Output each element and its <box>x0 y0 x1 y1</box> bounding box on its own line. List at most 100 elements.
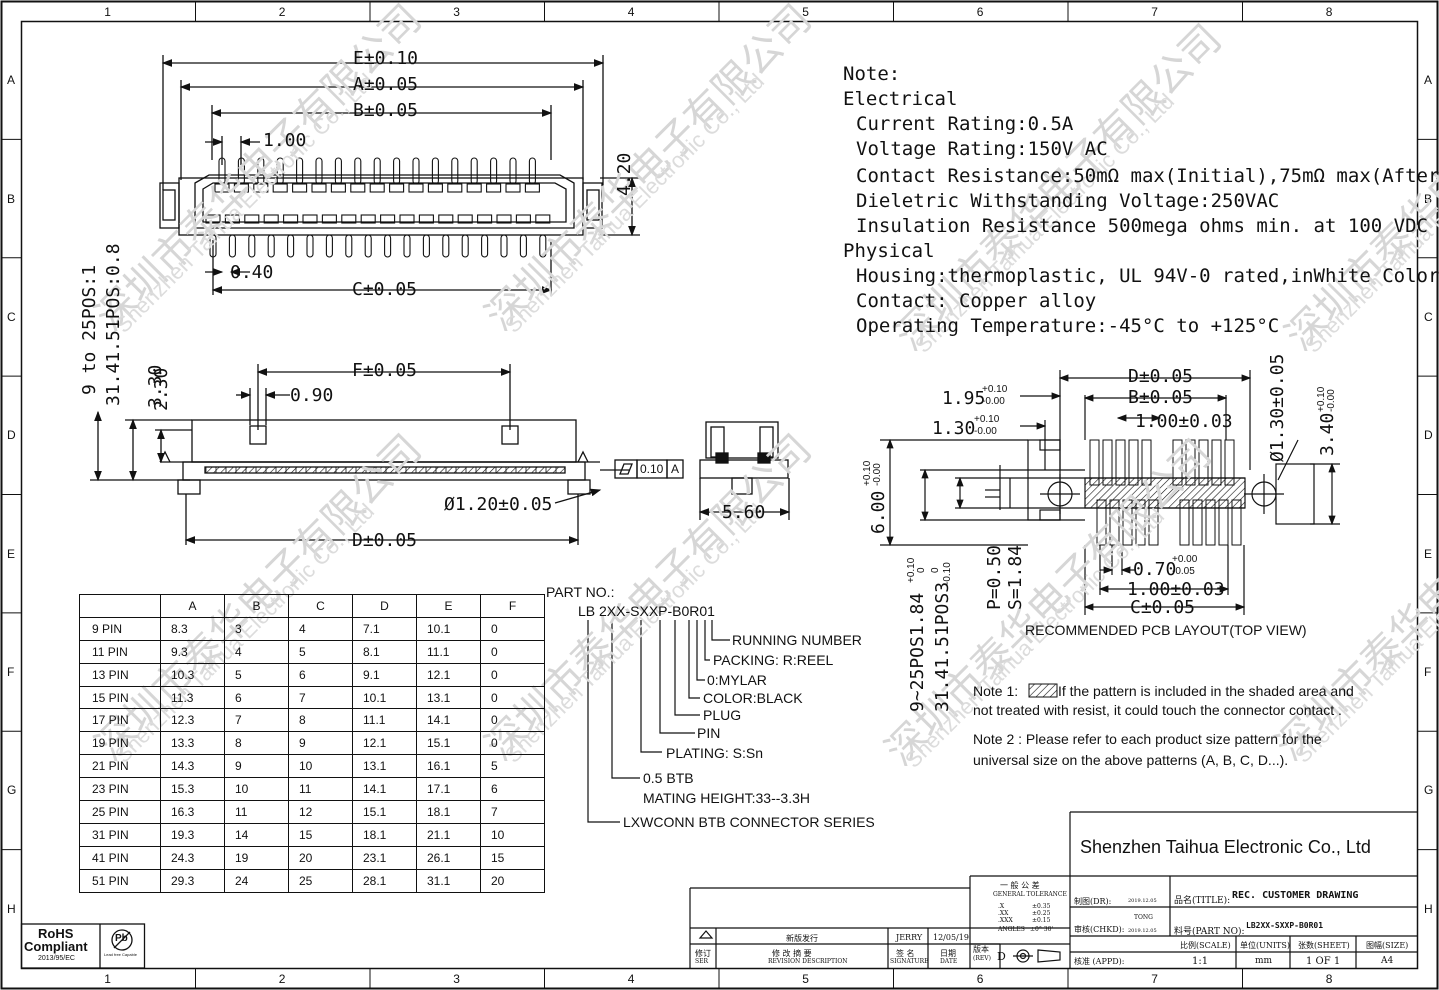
tol-title-cn: 一 般 公 差 <box>1000 881 1040 890</box>
table-cell: 3 <box>224 616 289 641</box>
pcb-130-tol-minus: -0.00 <box>974 426 997 437</box>
bottom-pin <box>325 234 333 258</box>
top-pin-contact <box>292 183 308 193</box>
table-cell: 9.1 <box>352 662 417 687</box>
part-mating: MATING HEIGHT:33--3.3H <box>643 790 810 806</box>
part-running: RUNNING NUMBER <box>732 632 862 648</box>
pcb-pad-bottom <box>1218 499 1229 546</box>
bottom-pin-contact <box>244 214 260 224</box>
grid-col-label: 4 <box>627 972 635 986</box>
table-cell: 13.3 <box>160 731 225 756</box>
rev-row-signature: JERRY <box>896 933 923 942</box>
top-pin-contact <box>253 183 269 193</box>
dim-pos2: 31.41.51POS:0.8 <box>103 243 124 406</box>
table-cell: 6 <box>224 685 289 710</box>
rev-value: D <box>997 950 1006 963</box>
table-header: D <box>352 594 417 618</box>
pcb-dim-130: 1.30 <box>932 418 976 439</box>
bottom-pin-contact <box>477 214 493 224</box>
top-pin <box>354 157 362 185</box>
bottom-pin <box>539 234 547 258</box>
top-pin-contact <box>447 183 463 193</box>
pcb-pad-top <box>1115 439 1126 486</box>
table-cell: 14.1 <box>416 708 481 733</box>
note-contact: Contact Resistance:50mΩ max(Initial),75m… <box>856 165 1439 187</box>
pcb-pos-b-tol-zero: 0 <box>930 567 941 573</box>
top-pin <box>451 157 459 185</box>
note-title: Note: <box>843 63 901 85</box>
note-electrical: Electrical <box>843 88 958 110</box>
pcb-pad-bottom <box>1122 499 1133 546</box>
bottom-pin-contact <box>515 214 531 224</box>
pcb-pad-top <box>1089 439 1100 486</box>
title-value: REC. CUSTOMER DRAWING <box>1232 890 1359 901</box>
table-cell: 21.1 <box>416 822 481 847</box>
grid-row-label: F <box>7 665 15 680</box>
size-value: A4 <box>1381 956 1394 966</box>
rev-label-cn: 版本 <box>973 945 989 954</box>
note-contact-material: Contact: Copper alloy <box>856 290 1097 312</box>
grid-row-label: G <box>1424 783 1434 798</box>
table-cell: 9 <box>288 731 353 756</box>
table-cell: 0 <box>480 708 545 733</box>
sig-cn: 签 名 <box>896 949 915 958</box>
title-label: 品名(TITLE): <box>1174 896 1231 906</box>
tol-xxx-value: ±0.15 <box>1032 917 1051 924</box>
top-pin <box>315 157 323 185</box>
table-cell: 28.1 <box>352 868 417 893</box>
bottom-pin <box>209 234 217 258</box>
bottom-pin <box>481 234 489 258</box>
bottom-pin <box>228 234 236 258</box>
top-pin <box>490 157 498 185</box>
grid-row-label: H <box>1424 901 1433 916</box>
dim-end-width: 5.60 <box>722 502 766 523</box>
part-plug: PLUG <box>703 707 742 723</box>
grid-row-label: C <box>1424 309 1433 324</box>
pcb-dim-195: 1.95 <box>942 388 986 409</box>
tol-x: .X <box>998 903 1005 910</box>
bottom-pin-contact <box>341 214 357 224</box>
bottom-pin <box>519 234 527 258</box>
bottom-pin <box>306 234 314 258</box>
dim-pos1: 9 to 25POS:1 <box>79 264 100 395</box>
part-no-label: PART NO.: <box>546 584 615 600</box>
table-header: A <box>160 594 225 618</box>
top-view-pins <box>205 157 551 258</box>
pcb-pos-b-tol-minus: -0.10 <box>942 562 953 585</box>
table-cell: 0 <box>480 639 545 664</box>
table-cell: 5 <box>480 754 545 779</box>
table-cell: 10.1 <box>416 616 481 641</box>
table-cell: 8 <box>224 731 289 756</box>
title-block-lines <box>689 811 1417 968</box>
size-label: 图幅(SIZE) <box>1366 941 1409 950</box>
pcb-pad-tol-minus: -0.05 <box>1172 566 1195 577</box>
table-cell: 0 <box>480 731 545 756</box>
part-btb: 0.5 BTB <box>643 770 694 786</box>
rohs-box <box>20 923 146 969</box>
rev-label-en: (REV) <box>973 955 991 962</box>
bottom-pin <box>461 234 469 258</box>
table-cell: 11.3 <box>160 685 225 710</box>
top-pin <box>431 157 439 185</box>
table-cell: 20 <box>480 868 545 893</box>
table-cell: 11.1 <box>352 708 417 733</box>
company-name: Shenzhen Taihua Electronic Co., Ltd <box>1080 837 1371 857</box>
tol-xx: .XX <box>998 910 1009 917</box>
bottom-pin-contact <box>360 214 376 224</box>
table-cell: 11.1 <box>416 639 481 664</box>
drawn-date: 2019.12.05 <box>1128 898 1157 904</box>
tol-xx-value: ±0.25 <box>1032 910 1051 917</box>
table-pin-cell: 19 PIN <box>79 731 161 756</box>
table-cell: 4 <box>224 639 289 664</box>
top-pin <box>470 157 478 185</box>
ser-cn: 修订 <box>695 949 711 958</box>
top-pin-contact <box>311 183 327 193</box>
table-pin-cell: 17 PIN <box>79 708 161 733</box>
pcb-130-tol-plus: +0.10 <box>974 414 1000 425</box>
grid-col-label: 7 <box>1151 972 1158 986</box>
dim-f: F±0.05 <box>352 360 418 381</box>
grid-col-label: 7 <box>1151 5 1158 19</box>
table-cell: 10 <box>224 777 289 802</box>
table-header-row: A B C D E F <box>79 594 545 618</box>
note1-line-a: If the pattern is included in the shaded… <box>1058 683 1354 699</box>
